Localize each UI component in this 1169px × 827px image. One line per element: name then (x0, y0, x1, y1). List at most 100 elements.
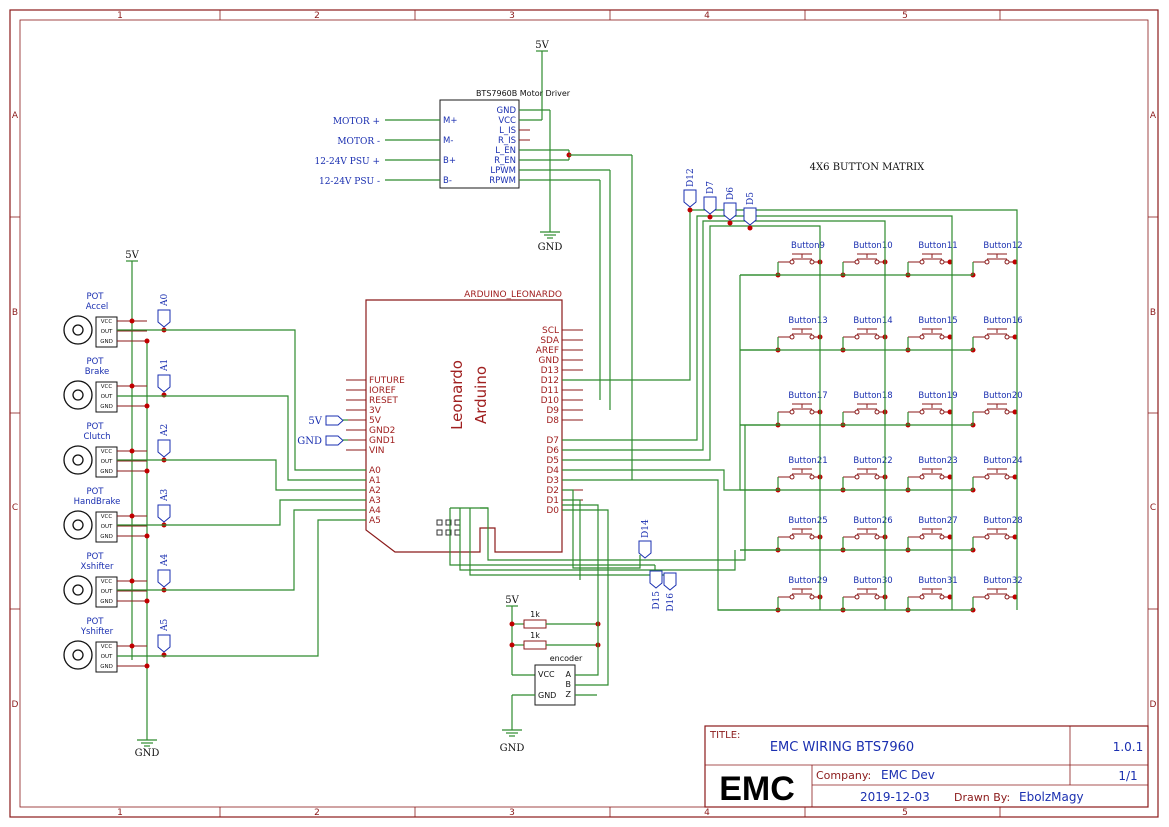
junction-dot (707, 214, 713, 220)
encoder-gnd-label: GND (500, 743, 525, 754)
matrix-button-label: Button18 (853, 391, 892, 401)
pots-ground-symbol (137, 739, 157, 747)
port-gnd-label: GND (297, 436, 322, 447)
matrix-button: Button17 (775, 391, 828, 428)
junction-dot (947, 259, 953, 265)
pot-body (95, 446, 118, 478)
button-terminal (939, 409, 945, 415)
row-label-c-right: C (1150, 503, 1156, 513)
matrix-button-label: Button19 (918, 391, 957, 401)
matrix-button-label: Button28 (983, 516, 1022, 526)
pot-name-label: Clutch (83, 432, 110, 442)
junction-dot (1012, 474, 1018, 480)
pot-type-label: POT (86, 487, 104, 497)
arduino-pin-label: D4 (546, 466, 559, 476)
row-label-d-right: D (1150, 700, 1157, 710)
driver-pin-label: L_IS (499, 126, 516, 136)
junction-dot (947, 534, 953, 540)
pot-body (95, 576, 118, 608)
junction-dot (129, 643, 135, 649)
arduino-pin-label: RESET (369, 396, 398, 406)
pot-name-label: Yshifter (80, 627, 114, 637)
driver-left-pin-label: M- (443, 136, 453, 146)
col-label-4: 4 (704, 11, 710, 21)
arduino-body-text-2: Arduino (472, 366, 490, 424)
pot-type-label: POT (86, 552, 104, 562)
drawing-title: EMC WIRING BTS7960 (770, 740, 914, 755)
analog-port-flag (157, 634, 171, 653)
port-flag-shape (723, 202, 737, 221)
matrix-button-label: Button24 (983, 456, 1022, 466)
arduino-pin-label: AREF (536, 346, 559, 356)
analog-port-label: A4 (160, 554, 170, 567)
pot-pin-label: VCC (101, 579, 113, 585)
row-label-b: B (12, 308, 18, 318)
button-terminal (874, 474, 880, 480)
pot-pin-label: GND (100, 469, 113, 475)
button-terminal (1004, 534, 1010, 540)
arduino-pin-label: GND2 (369, 426, 395, 436)
port-5v-label: 5V (308, 416, 322, 427)
matrix-button-label: Button11 (918, 241, 957, 251)
pot-shaft (72, 649, 84, 661)
pot-pin-label: VCC (101, 384, 113, 390)
matrix-button: Button20 (970, 391, 1023, 428)
matrix-extra-port: D14 (638, 519, 652, 559)
junction-dot (129, 513, 135, 519)
col-label-1: 1 (117, 11, 123, 21)
driver-5v-label: 5V (535, 40, 549, 51)
arduino-pin-label: D8 (546, 416, 559, 426)
pot-pin-label: GND (100, 534, 113, 540)
button-terminal (939, 259, 945, 265)
arduino-pin-label: 5V (369, 416, 382, 426)
encoder-ground-symbol (502, 729, 522, 737)
matrix-button-label: Button20 (983, 391, 1022, 401)
arduino-gnd-port: GND (297, 435, 348, 447)
title-label: TITLE: (709, 730, 740, 741)
sheet-number: 1/1 (1118, 769, 1137, 783)
pot-pin-label: OUT (101, 654, 113, 660)
row-label-a: A (12, 111, 19, 121)
driver-pin-label: R_EN (494, 156, 516, 166)
encoder-module: 5V 1k 1k encoder VCC GND A B Z GND (500, 504, 609, 754)
button-terminal (854, 409, 860, 415)
port-flag-label: D7 (706, 181, 716, 194)
company-name: EMC Dev (881, 768, 935, 782)
matrix-button: Button27 (905, 516, 958, 553)
port-flag-label: D15 (652, 591, 662, 610)
matrix-button: Button13 (775, 316, 828, 353)
button-terminal (984, 334, 990, 340)
row-label-d: D (12, 700, 19, 710)
button-terminal (809, 409, 815, 415)
matrix-button: Button15 (905, 316, 958, 353)
button-terminal (874, 409, 880, 415)
matrix-button: Button19 (905, 391, 958, 428)
pots-5v-label: 5V (125, 250, 139, 261)
date-text: 2019-12-03 (860, 790, 930, 804)
button-terminal (789, 334, 795, 340)
arduino-left-pins: FUTUREIOREFRESET3V5VGND2GND1VINA0A1A2A3A… (346, 376, 405, 526)
button-terminal (919, 534, 925, 540)
button-terminal (789, 259, 795, 265)
button-terminal (789, 474, 795, 480)
arduino-pin-label: D13 (541, 366, 559, 376)
button-terminal (984, 474, 990, 480)
arduino-pin-label: D10 (541, 396, 560, 406)
junction-dot (947, 409, 953, 415)
arduino-leonardo: ARDUINO_LEONARDO Leonardo Arduino FUTURE… (297, 290, 583, 553)
row-label-c: C (12, 503, 18, 513)
analog-port-label: A0 (160, 294, 170, 307)
encoder-pin-gnd: GND (538, 691, 556, 700)
matrix-button: Button14 (840, 316, 893, 353)
port-flag-label: D14 (641, 519, 651, 538)
matrix-button: Button24 (970, 456, 1023, 493)
pot-name-label: Accel (86, 302, 109, 312)
button-terminal (984, 409, 990, 415)
matrix-button-label: Button23 (918, 456, 957, 466)
button-terminal (984, 594, 990, 600)
col-label-3-bottom: 3 (509, 808, 515, 818)
arduino-pin-label: A2 (369, 486, 381, 496)
